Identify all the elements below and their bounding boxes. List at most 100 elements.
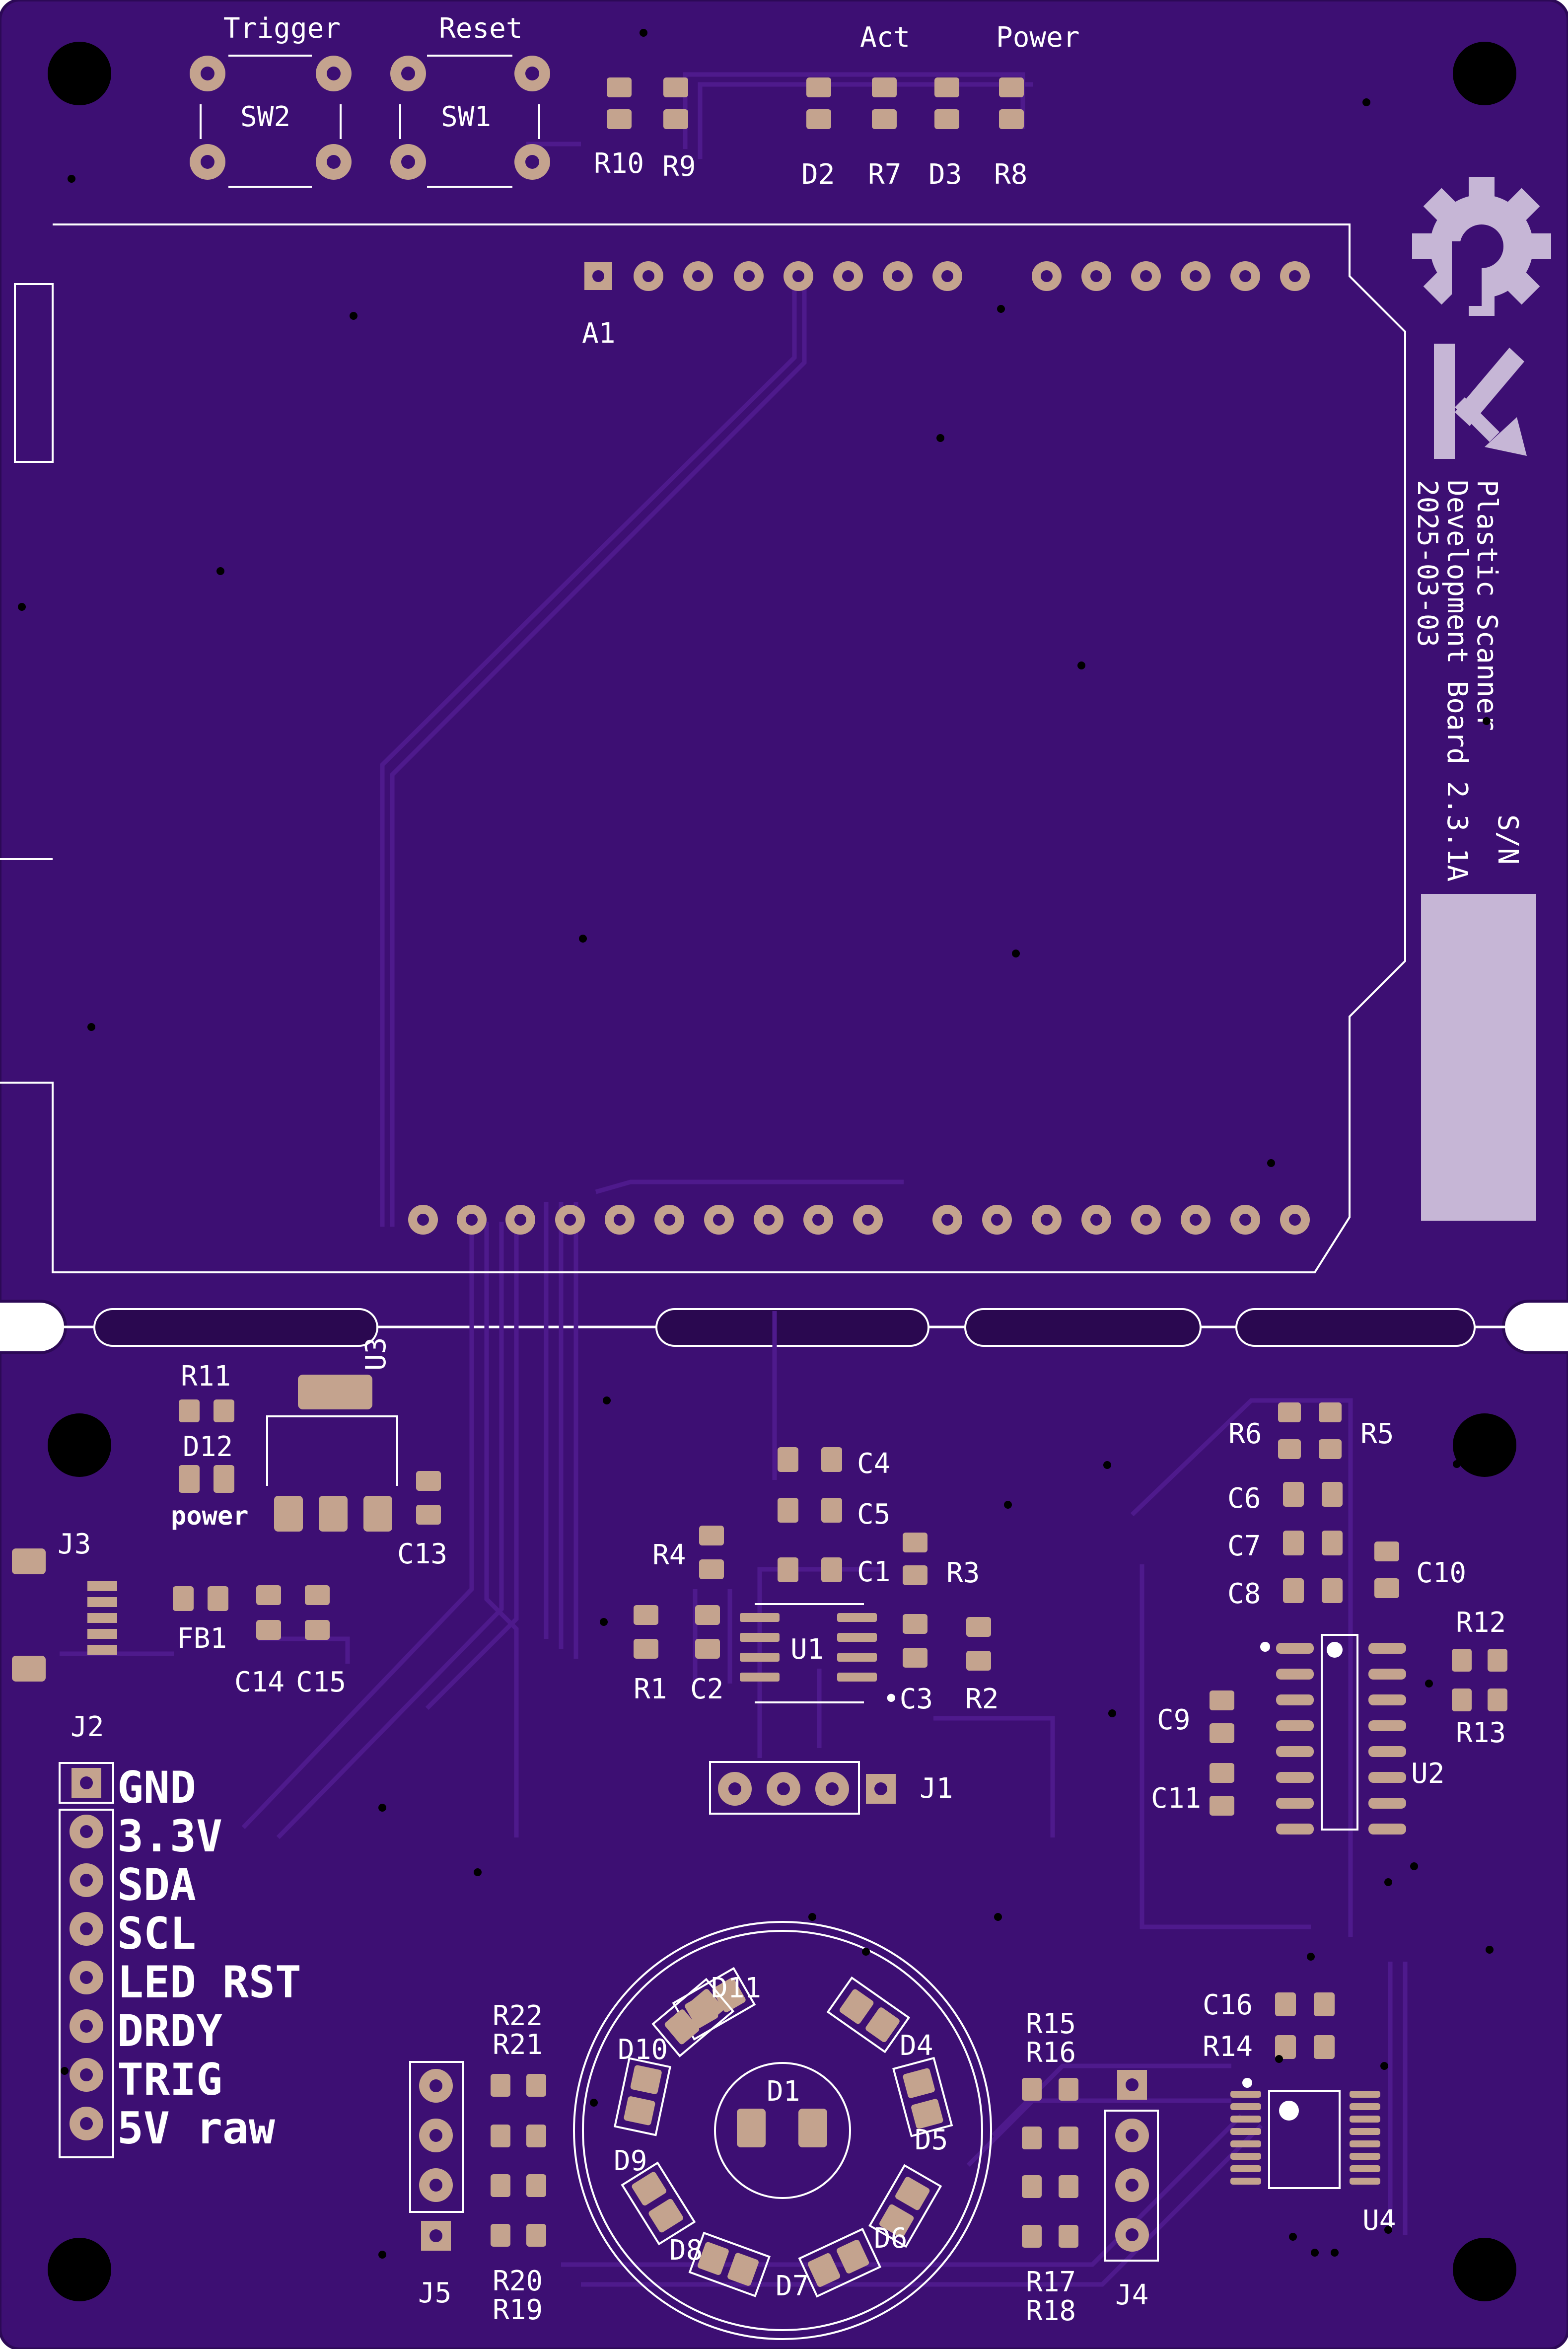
- u3-regulator: [266, 1375, 398, 1532]
- r1-label: R1: [634, 1673, 667, 1705]
- d5-label: D5: [915, 2124, 948, 2156]
- sw1-switch: [399, 55, 540, 188]
- r13-label: R13: [1456, 1717, 1506, 1749]
- u2-leg: [1368, 1746, 1406, 1757]
- j2-pin-label: DRDY: [117, 2005, 222, 2056]
- u2-leg: [1368, 1798, 1406, 1809]
- j1-pins: [718, 1772, 896, 1806]
- c13-label: C13: [397, 1538, 447, 1570]
- c7-label: C7: [1227, 1530, 1261, 1562]
- power-small-label: power: [171, 1501, 249, 1531]
- j2-pin-label: GND: [117, 1762, 196, 1813]
- led-pad-pair: [826, 1976, 911, 2054]
- via: [1307, 1953, 1315, 1961]
- power-label: Power: [996, 21, 1080, 54]
- c3-label-text: C3: [900, 1683, 933, 1715]
- u4-leg: [1230, 2165, 1261, 2172]
- via: [994, 1913, 1002, 1921]
- r11-label: R11: [181, 1360, 231, 1393]
- via: [1453, 1460, 1461, 1468]
- breakaway-slots: [93, 1308, 1476, 1347]
- via: [1267, 1159, 1275, 1167]
- r4-label: R4: [652, 1539, 686, 1571]
- c5-label: C5: [857, 1498, 890, 1531]
- silkscreen-labels: Trigger Reset Act Power SW2 SW1 R10 R9 D…: [58, 12, 1506, 2327]
- led-ring: [573, 1921, 992, 2340]
- u4-leg: [1230, 2178, 1261, 2185]
- via: [808, 1913, 816, 1921]
- u3-label: U3: [360, 1337, 392, 1371]
- via: [1380, 2062, 1388, 2070]
- sw1-name-label: Reset: [439, 12, 523, 45]
- via: [1012, 950, 1020, 957]
- d10-label: D10: [618, 2034, 668, 2066]
- u4-leg: [1350, 2165, 1380, 2172]
- u2-leg: [1368, 1643, 1406, 1654]
- u4-legs: [1230, 2091, 1380, 2185]
- open-hardware-gear-icon: [1412, 177, 1551, 316]
- u4-leg: [1230, 2128, 1261, 2135]
- r10-label: R10: [594, 147, 644, 180]
- u4-leg: [1350, 2128, 1380, 2135]
- led-pad-pair: [613, 2057, 672, 2136]
- r14-label: R14: [1203, 2031, 1253, 2063]
- via: [862, 1948, 870, 1956]
- r2-label: R2: [965, 1683, 998, 1715]
- u2-leg: [1276, 1772, 1314, 1783]
- sw2-label: SW2: [240, 101, 290, 133]
- r15-label: R15: [1026, 2008, 1076, 2040]
- u2-leg: [1276, 1720, 1314, 1731]
- d7-label: D7: [776, 2270, 809, 2302]
- d3-label: D3: [928, 158, 962, 191]
- u4-leg: [1350, 2178, 1380, 2185]
- u4-leg: [1350, 2091, 1380, 2098]
- via: [1331, 2249, 1339, 2257]
- c3-label: •C3: [883, 1683, 933, 1715]
- u4-leg: [1350, 2116, 1380, 2123]
- via: [640, 29, 647, 37]
- via: [1483, 717, 1491, 725]
- u2-legs: [1276, 1643, 1406, 1835]
- top-smd-pads: [607, 77, 1024, 129]
- j2-pins: [70, 1768, 103, 2140]
- j2-pin-label: LED RST: [117, 1957, 301, 2008]
- u2-leg: [1368, 1772, 1406, 1783]
- via: [350, 312, 357, 320]
- via: [1103, 1461, 1111, 1469]
- d12-label: D12: [183, 1431, 233, 1463]
- u2-leg: [1276, 1824, 1314, 1835]
- r6-label: R6: [1228, 1418, 1262, 1450]
- d9-label: D9: [614, 2145, 647, 2177]
- u2-leg: [1368, 1669, 1406, 1680]
- r19-label: R19: [493, 2294, 543, 2326]
- j5-pins: [419, 2069, 453, 2251]
- via: [1425, 1680, 1433, 1688]
- led-pad-pair: [868, 2164, 942, 2248]
- via: [1289, 2233, 1297, 2241]
- u4-leg: [1350, 2153, 1380, 2160]
- d2-label: D2: [801, 158, 835, 191]
- via: [1108, 1709, 1116, 1717]
- c2-label: C2: [690, 1673, 723, 1705]
- j2-label: J2: [71, 1711, 104, 1743]
- plastic-scanner-logo-icon: [1434, 344, 1527, 459]
- led-pad-pair: [688, 2231, 771, 2297]
- bottom-smd-pads: [12, 1399, 1507, 2248]
- led-pads: [613, 1967, 953, 2298]
- via: [1362, 98, 1370, 106]
- serial-label: S/N: [1492, 814, 1524, 865]
- c10-label: C10: [1416, 1557, 1466, 1589]
- via: [378, 2251, 386, 2259]
- led-pad-pair: [651, 1978, 735, 2057]
- board-text: Plastic Scanner Development Board 2.3.1A…: [1411, 480, 1503, 881]
- j1-label: J1: [920, 1772, 953, 1805]
- via: [1275, 2055, 1283, 2063]
- via: [590, 2099, 598, 2107]
- j2-pin-label: 5V raw: [117, 2103, 275, 2154]
- u2-label: U2: [1411, 1758, 1444, 1790]
- r5-label: R5: [1360, 1418, 1394, 1450]
- vias: [18, 29, 1494, 2259]
- led-pad-pair: [621, 2161, 696, 2246]
- d11-label: D11: [711, 1972, 761, 2004]
